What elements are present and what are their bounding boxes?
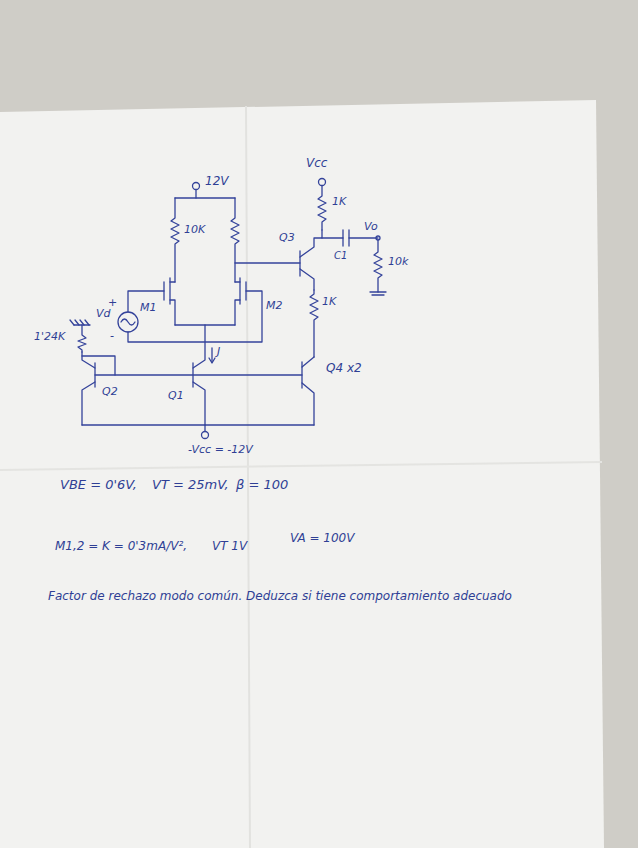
resistor-value: 10K xyxy=(184,224,205,237)
supply-label: -Vcc = -12V xyxy=(188,444,253,457)
transistor-name: M2 xyxy=(266,300,283,313)
resistor-value: 10k xyxy=(388,256,408,269)
resistor-value: 1K xyxy=(322,296,336,309)
transistor-name: Q2 xyxy=(102,386,118,399)
transistor-name: Q3 xyxy=(279,232,295,245)
signal-name: Vo xyxy=(364,221,378,234)
parameter-note: VA = 100V xyxy=(290,532,354,546)
polarity-sign: + xyxy=(108,297,117,310)
capacitor-name: C1 xyxy=(334,250,347,262)
parameter-note: VT 1V xyxy=(212,540,247,554)
transistor-name: Q4 x2 xyxy=(326,362,362,376)
parameter-note: M1,2 = K = 0'3mA/V², xyxy=(55,540,187,554)
polarity-sign: - xyxy=(110,330,114,343)
task-note: Factor de rechazo modo común. Deduzca si… xyxy=(48,590,512,604)
parameter-note: β = 100 xyxy=(236,478,288,493)
resistor-value: 1K xyxy=(332,196,346,209)
current-name: J xyxy=(217,346,220,359)
parameter-note: VT = 25mV, xyxy=(152,478,229,493)
transistor-name: M1 xyxy=(140,302,157,315)
transistor-name: Q1 xyxy=(168,390,184,403)
signal-name: Vd xyxy=(96,308,111,321)
supply-label: Vcc xyxy=(306,157,327,171)
resistor-value: 1'24K xyxy=(34,331,65,344)
supply-label: 12V xyxy=(205,175,228,189)
parameter-note: VBE = 0'6V, xyxy=(60,478,137,493)
